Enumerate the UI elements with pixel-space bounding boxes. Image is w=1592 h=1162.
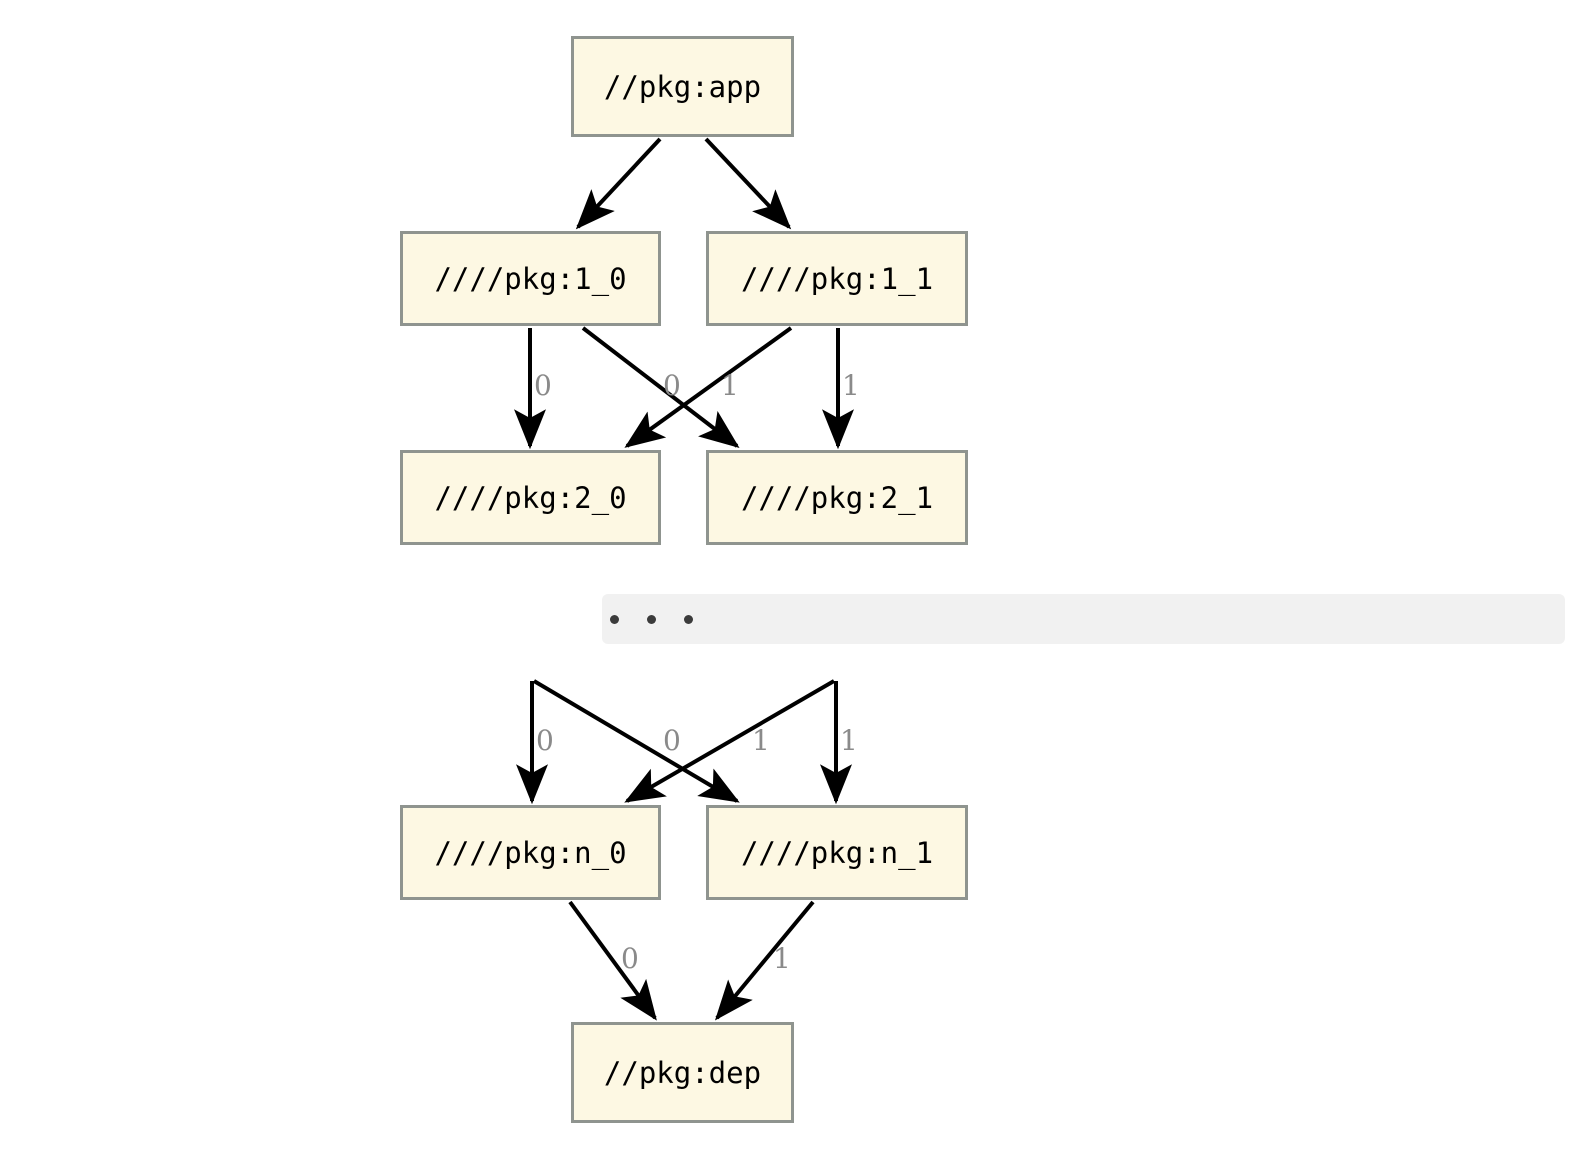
- edge-label-nn_1-to-dep: 1: [773, 942, 791, 975]
- edge-label-elided-to-nn_1: 1: [840, 724, 858, 757]
- graph-node-nn_0[interactable]: ////pkg:n_0: [400, 805, 661, 900]
- ellipsis-dot: [684, 614, 693, 624]
- graph-edge-nn_0-to-dep: [568, 900, 657, 1021]
- graph-edge-n1_1-to-n2_0: [624, 326, 793, 448]
- ellipsis-dots-icon: [610, 614, 721, 624]
- edge-label-elided-to-nn_1: 0: [663, 724, 681, 757]
- graph-node-n1_0[interactable]: ////pkg:1_0: [400, 231, 661, 326]
- elided-section-band: [602, 594, 1565, 644]
- edge-label-n1_1-to-n2_1: 1: [842, 369, 860, 402]
- ellipsis-dot: [610, 614, 619, 624]
- graph-node-n2_1[interactable]: ////pkg:2_1: [706, 450, 968, 545]
- graph-edge-elided-to-nn_1: [532, 679, 740, 803]
- edge-label-n1_0-to-n2_1: 0: [663, 369, 681, 402]
- graph-node-dep[interactable]: //pkg:dep: [571, 1022, 794, 1123]
- graph-node-n1_1[interactable]: ////pkg:1_1: [706, 231, 968, 326]
- graph-edge-nn_1-to-dep: [714, 900, 815, 1021]
- edge-label-n1_1-to-n2_0: 1: [721, 369, 739, 402]
- graph-edge-n1_0-to-n2_1: [581, 326, 740, 448]
- graph-node-nn_1[interactable]: ////pkg:n_1: [706, 805, 968, 900]
- graph-edge-elided-to-nn_0: [624, 679, 836, 803]
- graph-node-app[interactable]: //pkg:app: [571, 36, 794, 137]
- edge-label-elided-to-nn_0: 1: [752, 724, 770, 757]
- edge-label-nn_0-to-dep: 0: [621, 942, 639, 975]
- graph-edge-app-to-n1_0: [575, 137, 662, 230]
- edge-label-elided-to-nn_0: 0: [536, 724, 554, 757]
- ellipsis-dot: [647, 614, 656, 624]
- graph-node-n2_0[interactable]: ////pkg:2_0: [400, 450, 661, 545]
- graph-edge-app-to-n1_1: [704, 137, 792, 230]
- edges-group: [514, 137, 854, 1021]
- edge-label-n1_0-to-n2_0: 0: [534, 369, 552, 402]
